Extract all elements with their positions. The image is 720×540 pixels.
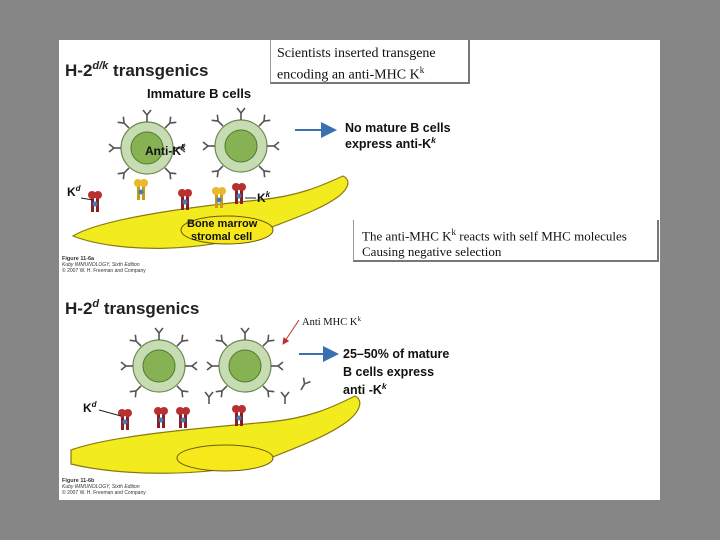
result-b-line1: 25–50% of mature	[343, 347, 449, 361]
figure-label-b: Figure 11-6b	[62, 478, 95, 484]
free-antibody-b3	[296, 376, 312, 393]
kd-antigen-b4	[232, 405, 246, 426]
negative-selection-callout: The anti-MHC Kk reacts with self MHC mol…	[353, 220, 659, 262]
anti-mhc-pointer	[282, 319, 300, 345]
negative-selection-line2: Causing negative selection	[362, 244, 502, 260]
panel-b-title: H-2d transgenics	[65, 298, 199, 318]
kk-label-a: Kk	[257, 190, 271, 205]
figure-label-a: Figure 11-6a	[62, 256, 95, 262]
slide: H-2d/k transgenics Immature B cells Bone…	[59, 40, 660, 500]
result-b-line3: anti -Kk	[343, 381, 388, 397]
b-cell-b1	[120, 327, 198, 399]
copyright-a: © 2007 W. H. Freeman and Company	[62, 267, 146, 274]
result-b-line2: B cells express	[343, 365, 434, 379]
book-credit-b: Kuby IMMUNOLOGY, Sixth Edition	[62, 484, 140, 490]
kd-label-b: Kd	[83, 400, 98, 415]
kd-antigen-a2	[178, 189, 192, 210]
stromal-cell-b-nucleus	[176, 444, 274, 472]
kd-antigen-b1	[118, 409, 132, 430]
kd-antigen-b3	[176, 407, 190, 428]
anti-mhc-label: Anti MHC Kk	[302, 315, 361, 328]
result-a-line1: No mature B cells	[345, 121, 451, 135]
stromal-label-line1: Bone marrow	[187, 218, 258, 230]
kd-antigen-a1	[88, 191, 102, 212]
kk-antigen-a1	[134, 179, 148, 200]
free-antibody-b2	[280, 391, 290, 405]
kd-label-a: Kd	[67, 184, 82, 199]
stromal-cell-a-nucleus	[180, 215, 274, 245]
kd-antigen-a3	[232, 183, 246, 204]
transgene-callout-line1: Scientists inserted transgene	[277, 46, 436, 61]
panel-a-title: H-2d/k transgenics	[65, 60, 208, 80]
diagram-canvas: H-2d/k transgenics Immature B cells Bone…	[62, 60, 451, 496]
transgene-callout-line2: encoding an anti-MHC Kk	[277, 65, 425, 83]
free-antibody-b1	[204, 391, 214, 405]
copyright-b: © 2007 W. H. Freeman and Company	[62, 489, 146, 496]
stromal-cell-b	[70, 395, 361, 474]
b-cell-a2	[202, 107, 280, 179]
transgene-callout: Scientists inserted transgene encoding a…	[270, 40, 470, 84]
result-a-line2: express anti-Kk	[345, 135, 437, 151]
negative-selection-line1: The anti-MHC Kk reacts with self MHC mol…	[362, 227, 627, 244]
kd-antigen-b2	[154, 407, 168, 428]
stromal-cell-a	[71, 175, 349, 249]
b-cell-a1	[108, 109, 186, 181]
immature-b-cells-label: Immature B cells	[147, 86, 251, 101]
b-cell-b2	[206, 327, 284, 399]
stromal-label-line2: stromal cell	[191, 231, 252, 243]
anti-kk-label-text: Anti-Kk	[145, 143, 186, 158]
book-credit-a: Kuby IMMUNOLOGY, Sixth Edition	[62, 262, 140, 268]
